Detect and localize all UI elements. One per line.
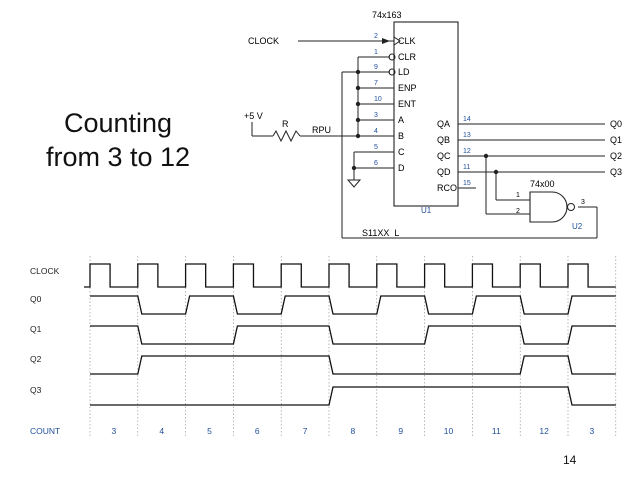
waveform-q0: [90, 295, 616, 315]
inversion-bubble-clr: [388, 53, 396, 61]
pin-name-qc: QC: [437, 151, 451, 161]
pin-name-clk: CLK: [398, 36, 416, 46]
inversion-bubble-ld: [388, 68, 396, 76]
pin-number-14: 14: [463, 116, 471, 123]
pin-number-1: 1: [374, 49, 378, 56]
pin-name-qd: QD: [437, 167, 451, 177]
waveform-q3: [90, 386, 616, 406]
count-value: 7: [303, 426, 308, 436]
pin-name-c: C: [398, 147, 405, 157]
count-value: 9: [398, 426, 403, 436]
nand-gate-body: [529, 191, 568, 223]
ground-symbol: [346, 179, 362, 188]
net-label-q1: Q1: [610, 135, 622, 145]
pin-name-ld: LD: [398, 67, 410, 77]
pin-name-enp: ENP: [398, 83, 417, 93]
tie-junction-3: [355, 117, 361, 123]
pin-number-4: 4: [374, 128, 378, 135]
pin-name-qa: QA: [437, 119, 450, 129]
pin-number-7: 7: [374, 80, 378, 87]
pin-name-b: B: [398, 131, 404, 141]
pin-number-6: 6: [374, 160, 378, 167]
signal-label-q1: Q1: [30, 324, 42, 334]
net-label-q0: Q0: [610, 119, 622, 129]
resistor-symbol: [272, 129, 301, 143]
count-label: COUNT: [30, 426, 60, 436]
pin-number-11: 11: [463, 164, 470, 171]
pin-name-a: A: [398, 115, 404, 125]
net-label-q3: Q3: [610, 167, 622, 177]
pin-number-9: 9: [374, 64, 378, 71]
title-line-2: from 3 to 12: [45, 142, 191, 172]
count-value: 4: [159, 426, 164, 436]
net-label-q2: Q2: [610, 151, 622, 161]
count-value: 11: [492, 426, 501, 436]
nand-output-bubble: [567, 203, 575, 211]
pin-number-2: 2: [374, 33, 378, 40]
pin-number-3: 3: [374, 112, 378, 119]
pin-name-rco: RCO: [437, 183, 457, 193]
count-value: 3: [112, 426, 117, 436]
bottom-net-label: S11XX_L: [362, 228, 399, 238]
pin-name-clr: CLR: [398, 52, 417, 62]
signal-label-q0: Q0: [30, 294, 42, 304]
title-line-1: Counting: [63, 108, 173, 138]
pin-number-10: 10: [374, 96, 382, 103]
supply-label: +5 V: [244, 111, 263, 121]
pin-number-15: 15: [463, 180, 471, 187]
count-value: 10: [444, 426, 454, 436]
gnd-junction: [351, 165, 357, 171]
chip-body: [393, 21, 459, 207]
count-value: 8: [351, 426, 356, 436]
gate-ref: U2: [572, 222, 583, 231]
waveform-q2: [90, 355, 616, 375]
count-value: 5: [207, 426, 212, 436]
count-value: 3: [590, 426, 595, 436]
pin-number-12: 12: [463, 148, 471, 155]
clock-arrow: [382, 38, 390, 44]
gate-pin-in2: 2: [516, 208, 520, 215]
waveform-q1: [90, 325, 616, 345]
chip-name: 74x163: [372, 10, 402, 20]
tie-junction-2: [355, 101, 361, 107]
pin-name-ent: ENT: [398, 99, 417, 109]
pin-name-qb: QB: [437, 135, 450, 145]
gate-pin-out: 3: [581, 199, 585, 206]
gate-name: 74x00: [530, 179, 555, 189]
waveform-clock: [84, 263, 616, 288]
clock-triangle: [393, 36, 401, 46]
counter-schematic: 74x163 CLOCK +5 V R RPU U1 S11XX_L 74x00…: [244, 10, 622, 239]
pullup-label: RPU: [312, 125, 331, 135]
clock-input-label: CLOCK: [248, 36, 279, 46]
gate-pin-in1: 1: [516, 192, 520, 199]
count-value: 6: [255, 426, 260, 436]
pin-number-5: 5: [374, 144, 378, 151]
signal-label-q2: Q2: [30, 354, 42, 364]
page-number: 14: [563, 453, 577, 467]
resistor-label: R: [282, 119, 289, 129]
signal-label-clock: CLOCK: [30, 266, 60, 276]
pin-number-13: 13: [463, 132, 471, 139]
signal-label-q3: Q3: [30, 385, 42, 395]
pin-name-d: D: [398, 163, 405, 173]
count-value: 12: [539, 426, 549, 436]
chip-ref: U1: [421, 206, 432, 215]
tie-junction-1: [355, 85, 361, 91]
